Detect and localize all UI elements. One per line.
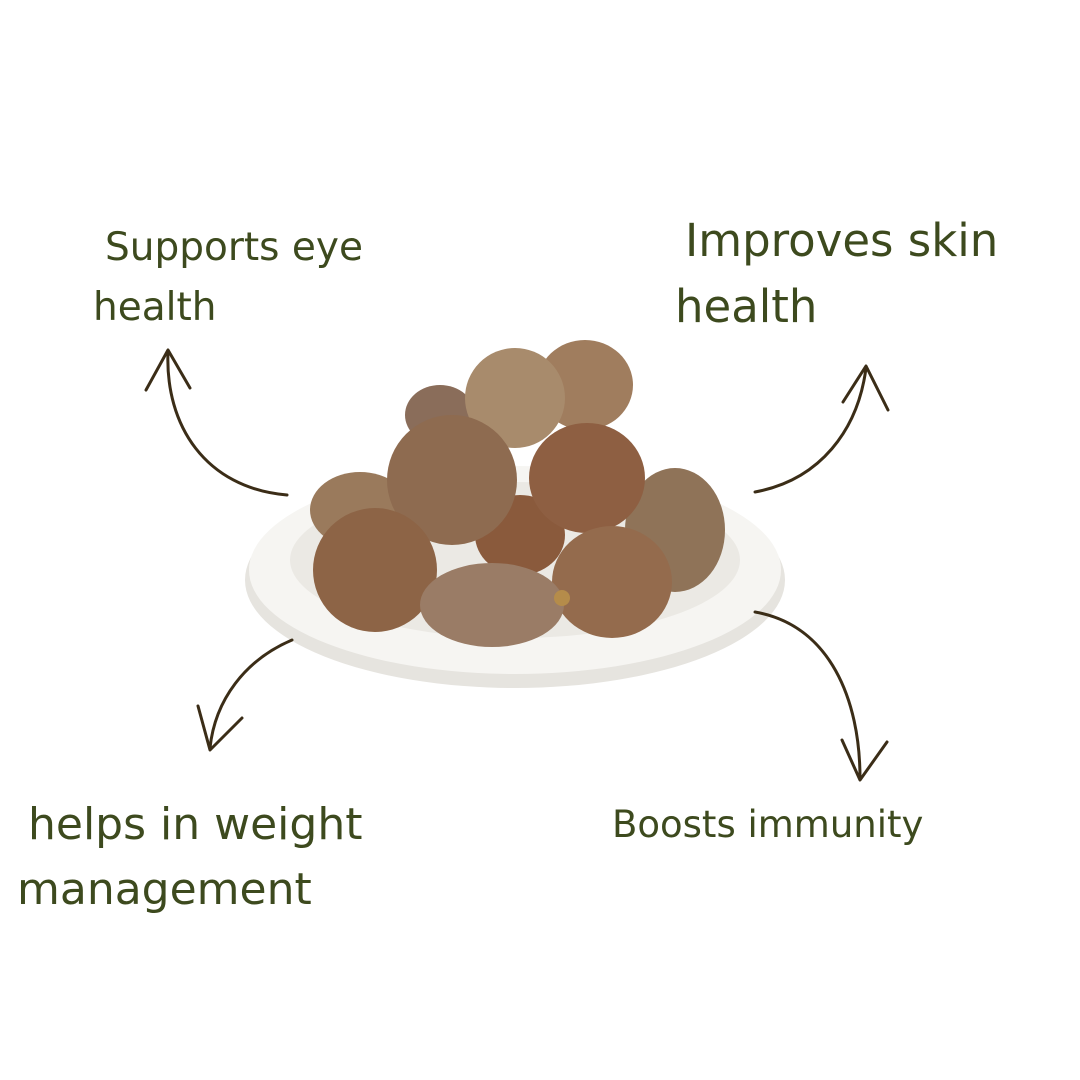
arrow-skin-icon [753, 364, 890, 494]
benefit-skin-line2: health [675, 280, 818, 333]
arrow-eye-icon [144, 348, 289, 497]
benefit-immunity: Boosts immunity [612, 803, 924, 846]
arrow-weight-icon [196, 638, 294, 752]
benefit-eye-line1: Supports eye [105, 225, 363, 270]
arrow-immunity-icon [753, 610, 889, 782]
benefit-weight-line2: management [17, 864, 312, 915]
benefit-weight-line1: helps in weight [28, 799, 363, 850]
dried-fruits [310, 340, 725, 647]
benefit-eye-line2: health [93, 285, 217, 330]
benefit-skin-line1: Improves skin [685, 214, 999, 267]
